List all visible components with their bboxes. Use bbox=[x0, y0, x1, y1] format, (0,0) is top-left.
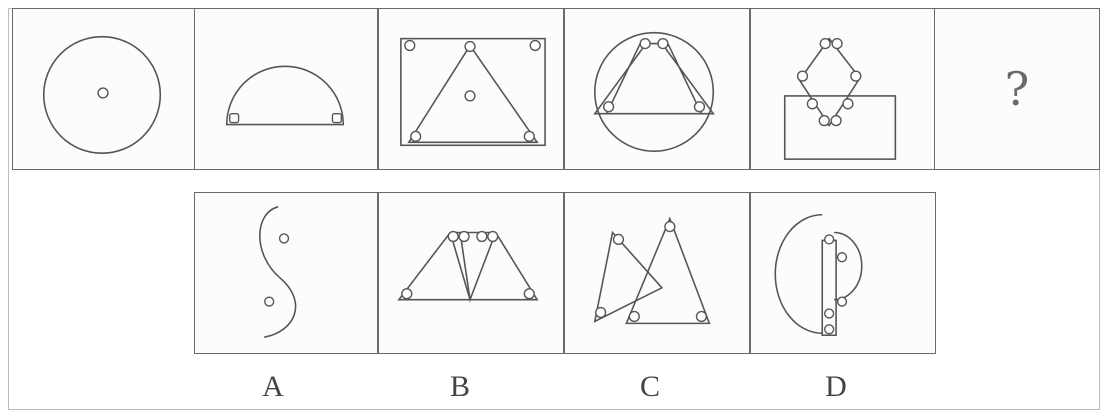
option-b-figure[interactable] bbox=[378, 192, 564, 354]
diamond-rectangle-dots-figure bbox=[783, 37, 897, 160]
option-label-a: A bbox=[262, 370, 284, 403]
option-d-figure[interactable] bbox=[750, 192, 936, 354]
sequence-figure-1 bbox=[12, 8, 196, 170]
overlapping-triangles-dots-figure bbox=[593, 216, 711, 325]
rectangle-triangle-dots-figure bbox=[400, 37, 546, 147]
sequence-figure-unknown: ? bbox=[934, 8, 1100, 170]
semicircles-rectangle-dots-figure bbox=[774, 213, 863, 337]
option-label-b: B bbox=[449, 370, 470, 403]
question-mark: ? bbox=[1004, 62, 1030, 116]
sequence-figure-4 bbox=[564, 8, 750, 170]
option-label-c: C bbox=[639, 370, 660, 403]
option-c-figure[interactable] bbox=[564, 192, 750, 354]
s-curve-two-dots-figure bbox=[259, 206, 297, 338]
circle-one-dot-figure bbox=[42, 35, 162, 154]
trapezoid-triangles-dots-figure bbox=[397, 230, 539, 303]
option-label-d: D bbox=[825, 370, 847, 403]
option-a-figure[interactable] bbox=[194, 192, 378, 354]
semicircle-two-dots-figure bbox=[225, 65, 345, 126]
sequence-figure-3 bbox=[378, 8, 564, 170]
circle-triangles-dots-figure bbox=[593, 31, 715, 153]
sequence-figure-5 bbox=[750, 8, 936, 170]
sequence-figure-2 bbox=[194, 8, 378, 170]
